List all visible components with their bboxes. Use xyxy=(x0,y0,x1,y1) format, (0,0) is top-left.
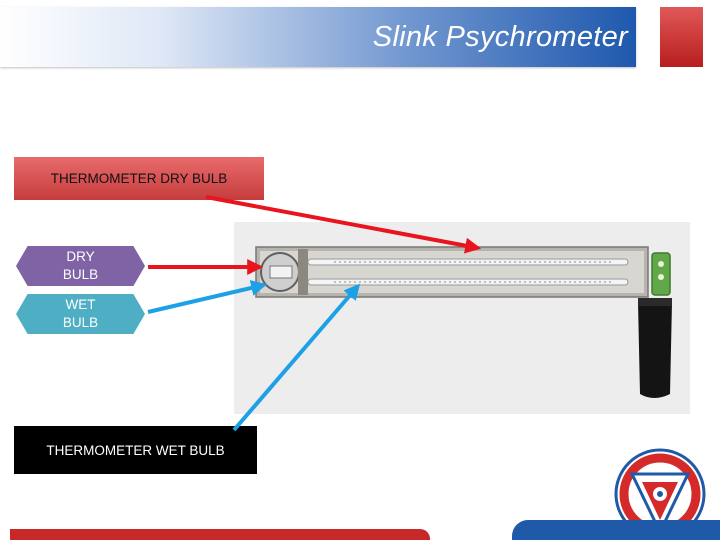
thermometer-wet-bulb-label: THERMOMETER WET BULB xyxy=(14,426,257,474)
footer-red-band xyxy=(10,529,430,540)
dry-bulb-thermometer-arrow xyxy=(205,195,482,254)
slide-title: Slink Psychrometer xyxy=(372,21,628,53)
psychrometer-illustration xyxy=(255,246,672,398)
wet-bulb-thermometer-arrow xyxy=(232,283,361,432)
corner-accent xyxy=(660,7,703,67)
footer-blue-band xyxy=(512,520,720,540)
wet-bulb-label: WET BULB xyxy=(16,294,145,334)
psychrometer-photo xyxy=(234,222,690,414)
dry-bulb-label: DRY BULB xyxy=(16,246,145,286)
wet-bulb-arrow xyxy=(147,280,268,314)
thermometer-dry-bulb-label: THERMOMETER DRY BULB xyxy=(14,157,264,200)
title-bar: Slink Psychrometer xyxy=(0,7,636,67)
